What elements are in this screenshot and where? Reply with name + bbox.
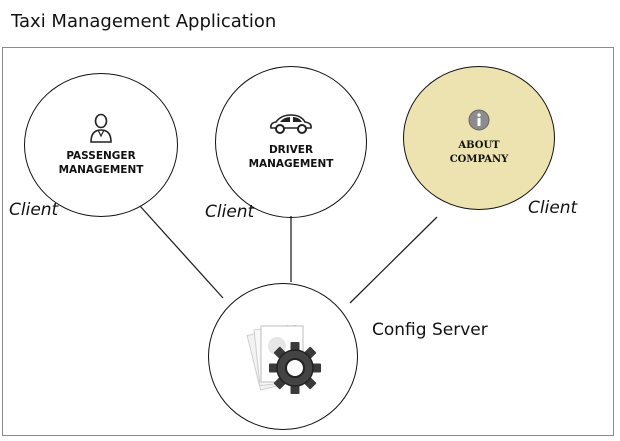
info-icon	[468, 109, 490, 131]
application-frame	[2, 47, 614, 436]
driver-client-tag: Client	[205, 202, 255, 222]
passenger-management-node[interactable]: PASSENGER MANAGEMENT	[24, 73, 178, 217]
passenger-client-tag: Client	[9, 200, 59, 220]
config-server-label: Config Server	[372, 320, 488, 340]
about-client-tag: Client	[528, 198, 578, 218]
about-company-label: ABOUT COMPANY	[449, 140, 509, 165]
car-icon	[270, 114, 312, 134]
passenger-management-label: PASSENGER MANAGEMENT	[58, 150, 144, 176]
about-company-node[interactable]: ABOUT COMPANY	[403, 66, 555, 210]
connector-about-server	[349, 216, 438, 304]
driver-management-node[interactable]: DRIVER MANAGEMENT	[215, 66, 367, 218]
gear-icon	[246, 324, 321, 394]
person-icon	[90, 113, 112, 143]
driver-management-label: DRIVER MANAGEMENT	[248, 144, 334, 170]
connector-passenger-server	[139, 205, 224, 299]
config-server-node[interactable]	[208, 283, 358, 430]
diagram-title: Taxi Management Application	[11, 11, 277, 32]
